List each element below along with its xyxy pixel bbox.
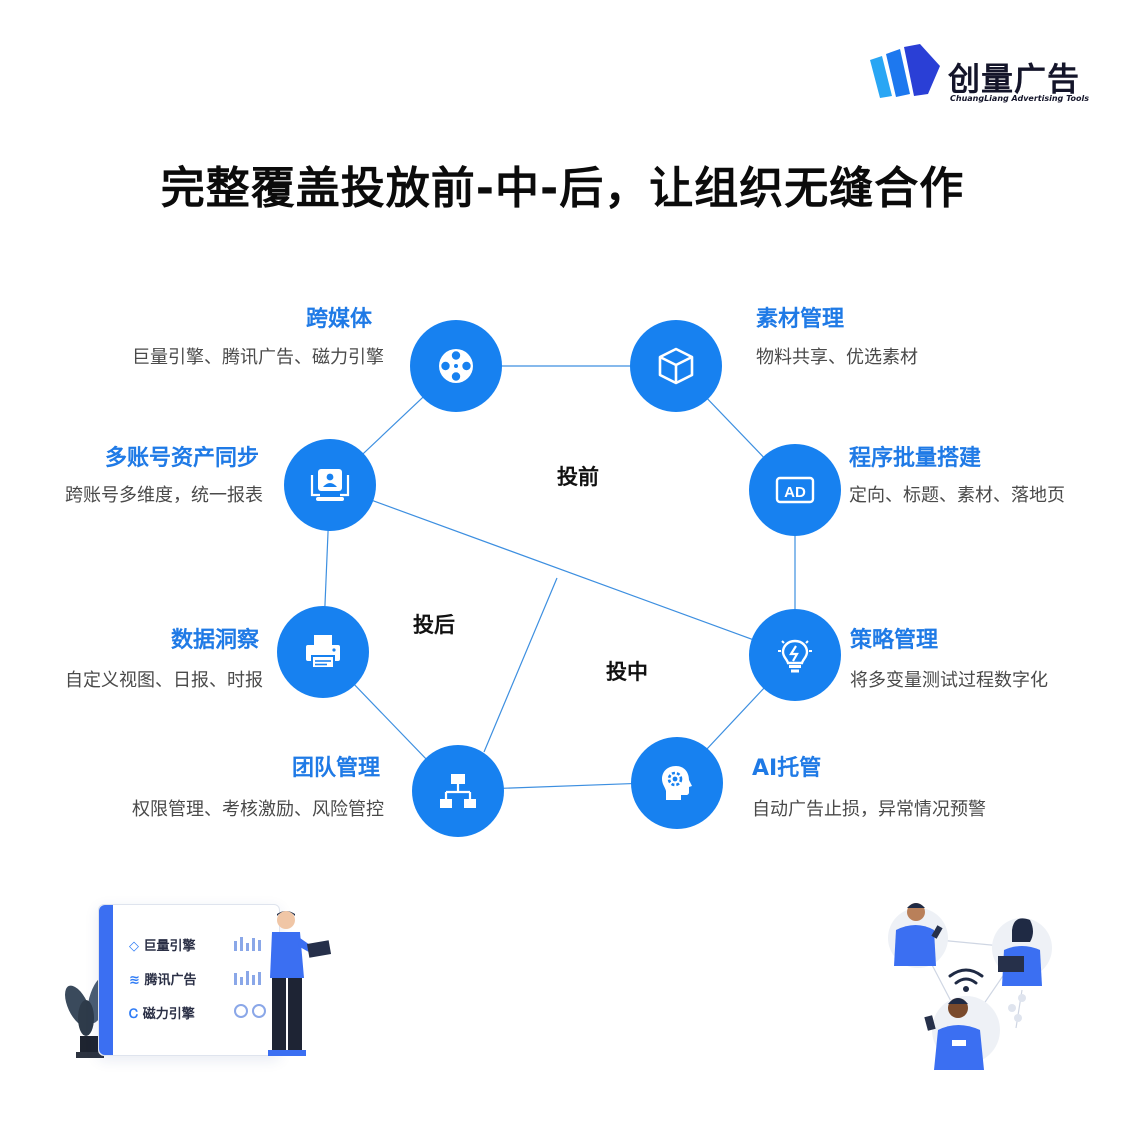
node-team — [412, 745, 504, 837]
node-data-insight — [277, 606, 369, 698]
node-strategy-title: 策略管理 — [850, 628, 939, 653]
platform-juliang: ◇ 巨量引擎 — [129, 939, 196, 954]
node-data-insight-desc: 自定义视图、日报、时报 — [65, 670, 263, 691]
mini-gauge-icon — [234, 1004, 266, 1018]
node-team-desc: 权限管理、考核激励、风险管控 — [132, 799, 384, 820]
node-cross-media-desc: 巨量引擎、腾讯广告、磁力引擎 — [132, 347, 384, 368]
node-batch-build-desc: 定向、标题、素材、落地页 — [849, 485, 1065, 506]
phase-during-label: 投中 — [606, 660, 648, 684]
node-multi-account-desc: 跨账号多维度，统一报表 — [65, 485, 263, 506]
ai-head-gear-icon — [662, 766, 692, 800]
team-collaboration-icon — [888, 903, 1052, 1070]
node-cross-media — [410, 320, 502, 412]
node-team-title: 团队管理 — [291, 756, 380, 781]
cube-icon — [658, 347, 694, 385]
org-chart-icon — [440, 774, 476, 808]
brand-subtitle: ChuangLiang Advertising Tools — [950, 94, 1089, 103]
brand-logo-icon — [870, 44, 940, 98]
node-strategy-desc: 将多变量测试过程数字化 — [850, 670, 1048, 691]
platform-tencent: ≋ 腾讯广告 — [129, 973, 197, 988]
account-sync-icon — [310, 469, 350, 501]
node-material-desc: 物料共享、优选素材 — [756, 347, 918, 368]
node-multi-account-title: 多账号资产同步 — [104, 446, 259, 471]
platform-cili: Ꮯ 磁力引擎 — [129, 1007, 195, 1022]
page-headline: 完整覆盖投放前-中-后，让组织无缝合作 — [160, 163, 965, 214]
platform-dashboard-card: ◇ 巨量引擎 ≋ 腾讯广告 Ꮯ 磁力引擎 — [98, 904, 280, 1056]
node-material-title: 素材管理 — [756, 307, 845, 332]
ad-icon: AD — [775, 476, 815, 504]
film-reel-icon — [439, 349, 473, 383]
brand-name: 创量广告 — [948, 60, 1081, 98]
phase-before-label: 投前 — [557, 465, 599, 489]
node-cross-media-title: 跨媒体 — [305, 307, 372, 332]
svg-text:AD: AD — [784, 484, 806, 501]
mini-bar-chart-icon-2 — [234, 971, 261, 985]
illustration-platforms: ◇ 巨量引擎 ≋ 腾讯广告 Ꮯ 磁力引擎 — [60, 880, 360, 1070]
printer-icon — [306, 635, 340, 669]
node-material — [630, 320, 722, 412]
node-batch-build-title: 程序批量搭建 — [849, 446, 982, 471]
node-ai — [631, 737, 723, 829]
cili-logo-icon: Ꮯ — [129, 1007, 139, 1022]
edge-team-divider — [483, 577, 558, 753]
dashboard-sidebar — [99, 905, 113, 1055]
node-batch-build: AD — [749, 444, 841, 536]
mini-bar-chart-icon — [234, 937, 261, 951]
node-multi-account — [284, 439, 376, 531]
illustration-team — [872, 890, 1072, 1080]
node-strategy — [749, 609, 841, 701]
tencent-logo-icon: ≋ — [129, 973, 140, 988]
person-with-laptop-icon — [268, 911, 332, 1056]
phase-after-label: 投后 — [413, 613, 455, 637]
node-ai-title: AI托管 — [752, 756, 822, 781]
edge-multiaccount-strategy — [329, 484, 796, 656]
node-ai-desc: 自动广告止损，异常情况预警 — [752, 799, 986, 820]
node-data-insight-title: 数据洞察 — [170, 628, 259, 653]
lightbulb-icon — [778, 639, 812, 673]
juliang-logo-icon: ◇ — [129, 939, 139, 954]
